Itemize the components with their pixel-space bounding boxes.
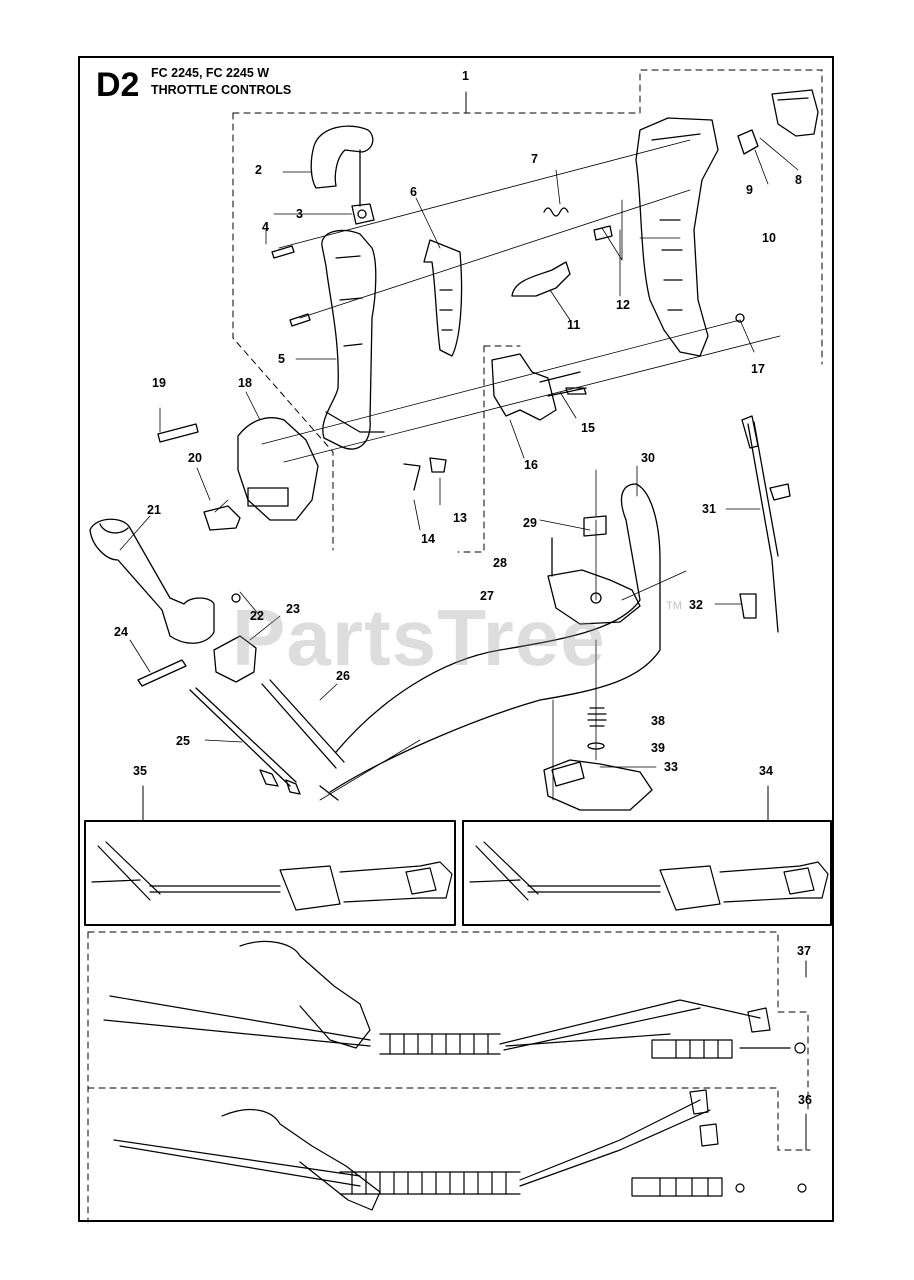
callout-10[interactable]: 10 <box>762 231 776 245</box>
callout-16[interactable]: 16 <box>524 458 538 472</box>
callout-20[interactable]: 20 <box>188 451 202 465</box>
callout-38[interactable]: 38 <box>651 714 665 728</box>
callout-5[interactable]: 5 <box>278 352 285 366</box>
callout-1[interactable]: 1 <box>462 69 469 83</box>
callout-32[interactable]: 32 <box>689 598 703 612</box>
callout-13[interactable]: 13 <box>453 511 467 525</box>
watermark-trademark: TM <box>666 600 682 612</box>
callout-8[interactable]: 8 <box>795 173 802 187</box>
callout-15[interactable]: 15 <box>581 421 595 435</box>
callout-11[interactable]: 11 <box>567 318 581 332</box>
callout-29[interactable]: 29 <box>523 516 537 530</box>
callout-28[interactable]: 28 <box>493 556 507 570</box>
callout-24[interactable]: 24 <box>114 625 128 639</box>
callout-25[interactable]: 25 <box>176 734 190 748</box>
callout-27[interactable]: 27 <box>480 589 494 603</box>
callout-23[interactable]: 23 <box>286 602 300 616</box>
callout-31[interactable]: 31 <box>702 502 716 516</box>
watermark-text: PartsTree <box>232 593 606 682</box>
model-list: FC 2245, FC 2245 W <box>151 66 270 80</box>
callout-12[interactable]: 12 <box>616 298 630 312</box>
callout-21[interactable]: 21 <box>147 503 161 517</box>
callout-39[interactable]: 39 <box>651 741 665 755</box>
callout-7[interactable]: 7 <box>531 152 538 166</box>
callout-36[interactable]: 36 <box>798 1093 812 1107</box>
callout-18[interactable]: 18 <box>238 376 252 390</box>
diagram-code: D2 <box>96 66 140 104</box>
assembly-outlines <box>87 69 823 1223</box>
callout-37[interactable]: 37 <box>797 944 811 958</box>
callout-3[interactable]: 3 <box>296 207 303 221</box>
callout-22[interactable]: 22 <box>250 609 264 623</box>
callout-6[interactable]: 6 <box>410 185 417 199</box>
callout-14[interactable]: 14 <box>421 532 435 546</box>
leader-lines <box>119 137 799 801</box>
callout-33[interactable]: 33 <box>664 760 678 774</box>
callout-9[interactable]: 9 <box>746 183 753 197</box>
callout-35[interactable]: 35 <box>133 764 147 778</box>
callout-4[interactable]: 4 <box>262 220 269 234</box>
callout-19[interactable]: 19 <box>152 376 166 390</box>
diagram-title: THROTTLE CONTROLS <box>151 83 292 97</box>
callout-30[interactable]: 30 <box>641 451 655 465</box>
callout-34[interactable]: 34 <box>759 764 773 778</box>
callout-2[interactable]: 2 <box>255 163 262 177</box>
callout-26[interactable]: 26 <box>336 669 350 683</box>
callout-17[interactable]: 17 <box>751 362 765 376</box>
